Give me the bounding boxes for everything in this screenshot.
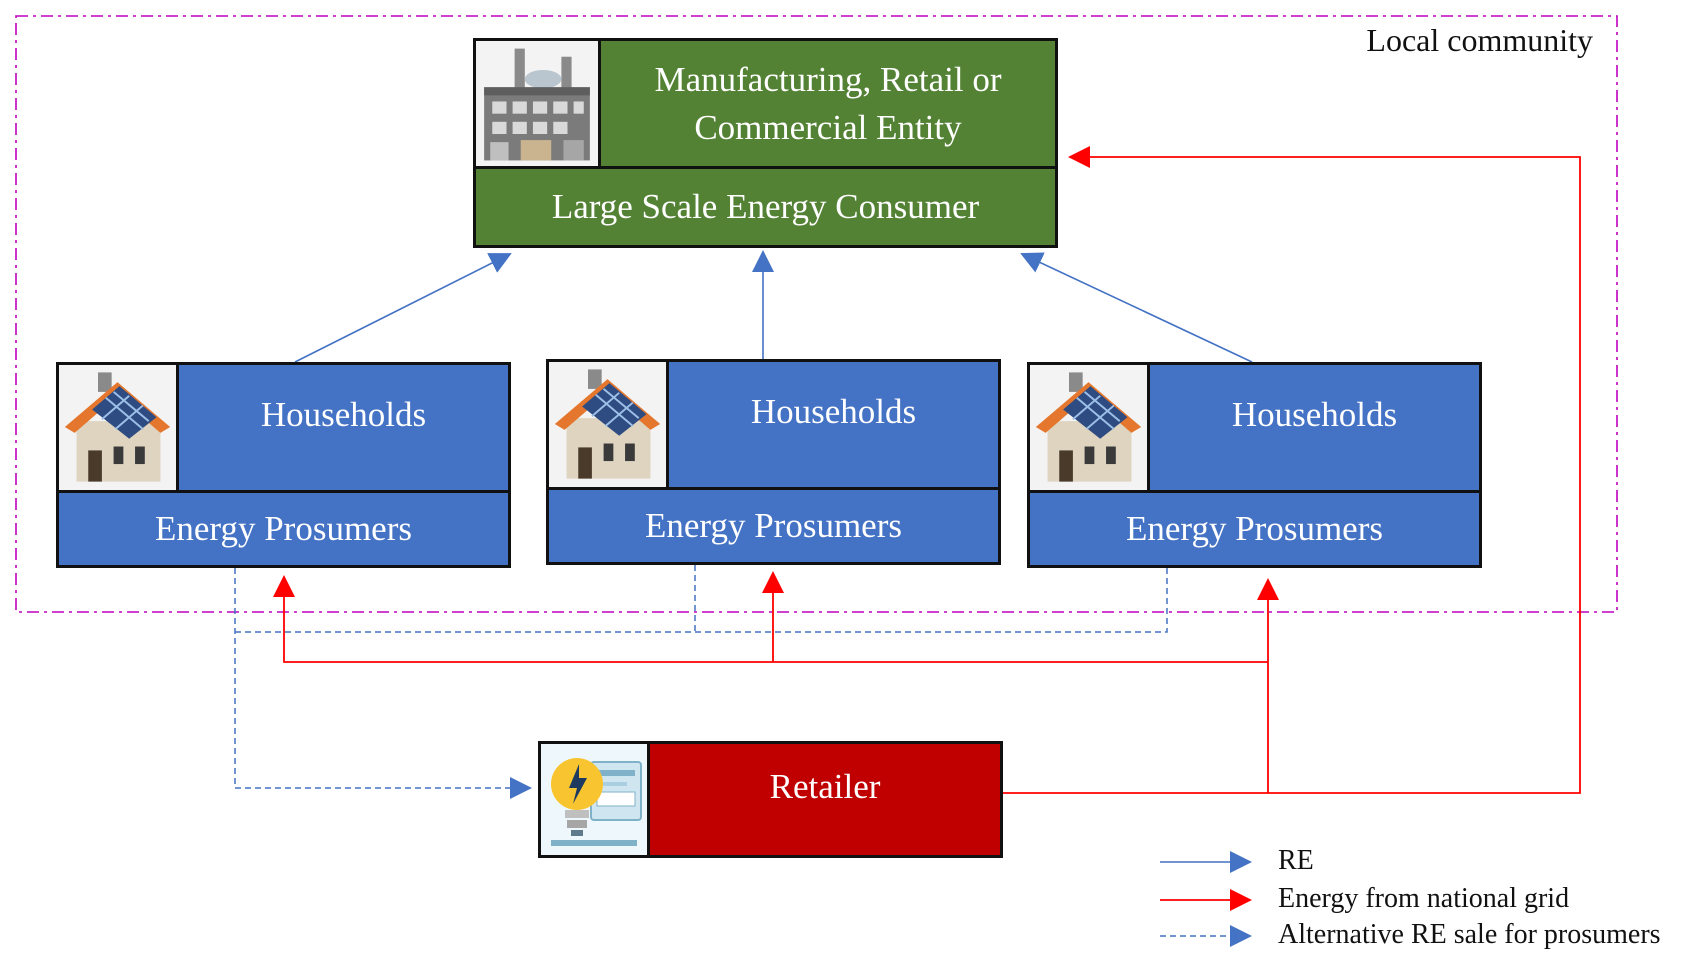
- legend: RE Energy from national grid Alternative…: [1160, 840, 1705, 965]
- household-name: Households: [260, 395, 427, 434]
- legend-re-label: RE: [1278, 845, 1314, 876]
- re-flow-household-1: [294, 253, 512, 363]
- local-community-label: Local community: [1366, 22, 1593, 58]
- household-name: Households: [1231, 395, 1398, 434]
- consumer-role: Large Scale Energy Consumer: [476, 166, 1055, 245]
- alt-re-sale-flows: [234, 565, 1168, 799]
- household-role: Energy Prosumers: [59, 490, 508, 565]
- lightbulb-meter-icon: [541, 744, 650, 855]
- retailer-box: Retailer: [538, 741, 1003, 858]
- household-name: Households: [750, 392, 917, 431]
- solar-house-icon: [549, 362, 669, 487]
- retailer-name: Retailer: [769, 766, 881, 806]
- consumer-name: Manufacturing, Retail or Commercial Enti…: [654, 59, 1002, 147]
- legend-grid-label: Energy from national grid: [1278, 883, 1570, 914]
- solar-house-icon: [1030, 365, 1150, 490]
- factory-icon: [476, 41, 601, 166]
- household-role: Energy Prosumers: [1030, 490, 1479, 565]
- re-flow-household-3: [1020, 252, 1253, 363]
- legend-swatches: [1160, 851, 1252, 947]
- local-community-boundary: [15, 15, 1618, 613]
- solar-house-icon: [59, 365, 179, 490]
- household-role: Energy Prosumers: [549, 487, 998, 562]
- re-flows: [294, 250, 1253, 363]
- legend-alt-label: Alternative RE sale for prosumers: [1278, 919, 1661, 950]
- household-box-2: Households Energy Prosumers: [546, 359, 1001, 565]
- household-box-3: Households Energy Prosumers: [1027, 362, 1482, 568]
- grid-flows: [273, 146, 1581, 794]
- large-scale-energy-consumer: Manufacturing, Retail or Commercial Enti…: [473, 38, 1058, 248]
- household-box-1: Households Energy Prosumers: [56, 362, 511, 568]
